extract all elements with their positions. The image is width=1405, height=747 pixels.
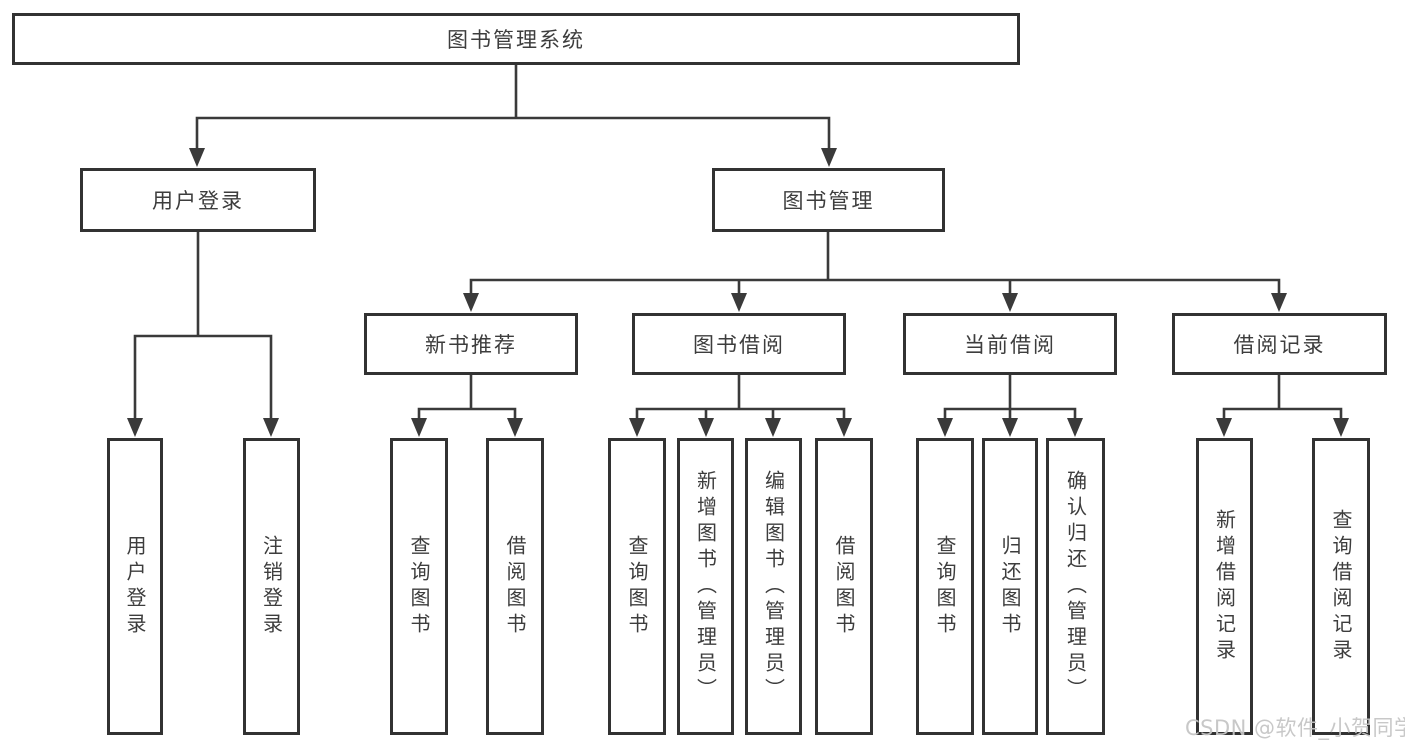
leaf-query-books-borrowing: 查询图书 bbox=[608, 438, 666, 735]
leaf-query-borrow-record: 查询借阅记录 bbox=[1312, 438, 1370, 735]
node-new-book-recommendation: 新书推荐 bbox=[364, 313, 578, 375]
node-book-borrowing: 图书借阅 bbox=[632, 313, 846, 375]
node-current-borrowing: 当前借阅 bbox=[903, 313, 1117, 375]
arrowheads bbox=[127, 148, 1349, 437]
leaf-return-books: 归还图书 bbox=[982, 438, 1038, 735]
connector-paths bbox=[133, 64, 1343, 421]
leaf-logout: 注销登录 bbox=[243, 438, 300, 735]
node-borrowing-records: 借阅记录 bbox=[1172, 313, 1387, 375]
leaf-query-books-current: 查询图书 bbox=[916, 438, 974, 735]
node-user-login-module: 用户登录 bbox=[80, 168, 316, 232]
leaf-add-borrow-record: 新增借阅记录 bbox=[1196, 438, 1253, 735]
leaf-edit-books-admin: 编辑图书（管理员） bbox=[745, 438, 802, 735]
leaf-borrow-books: 借阅图书 bbox=[815, 438, 873, 735]
leaf-user-login: 用户登录 bbox=[107, 438, 163, 735]
leaf-add-books-admin: 新增图书（管理员） bbox=[677, 438, 734, 735]
csdn-watermark: CSDN @软件_小贺同学 bbox=[1185, 716, 1405, 740]
leaf-borrow-books-recommend: 借阅图书 bbox=[486, 438, 544, 735]
node-book-management-module: 图书管理 bbox=[712, 168, 945, 232]
node-root-library-system: 图书管理系统 bbox=[12, 13, 1020, 65]
leaf-query-books-recommend: 查询图书 bbox=[390, 438, 448, 735]
leaf-confirm-return-admin: 确认归还（管理员） bbox=[1046, 438, 1105, 735]
